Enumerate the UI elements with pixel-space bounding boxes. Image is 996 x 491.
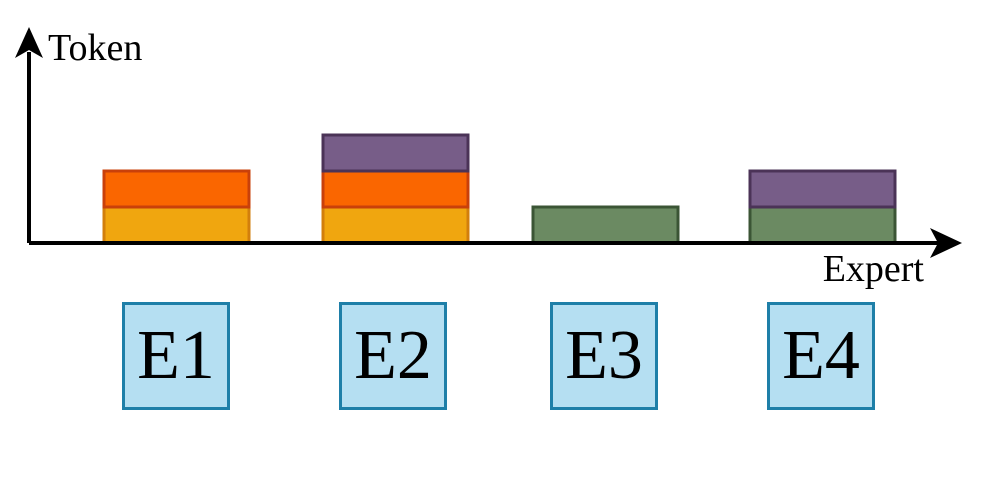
token-block-e3-green [531,205,680,245]
token-block-e1-orange [102,169,251,209]
x-axis-arrowhead [930,228,962,258]
expert-e2: E2 [339,302,447,410]
x-axis-label: Expert [823,248,925,290]
expert-e4: E4 [767,302,875,410]
y-axis-label: Token [48,27,142,69]
token-block-e2-yellow [321,205,470,245]
token-stacks [102,133,897,245]
token-block-e1-yellow [102,205,251,245]
token-block-e4-green [748,205,897,245]
token-block-e2-orange [321,169,470,209]
token-block-e4-purple [748,169,897,209]
y-axis-arrowhead [15,27,43,58]
token-block-e2-purple [321,133,470,173]
expert-e1: E1 [122,302,230,410]
expert-e3: E3 [550,302,658,410]
